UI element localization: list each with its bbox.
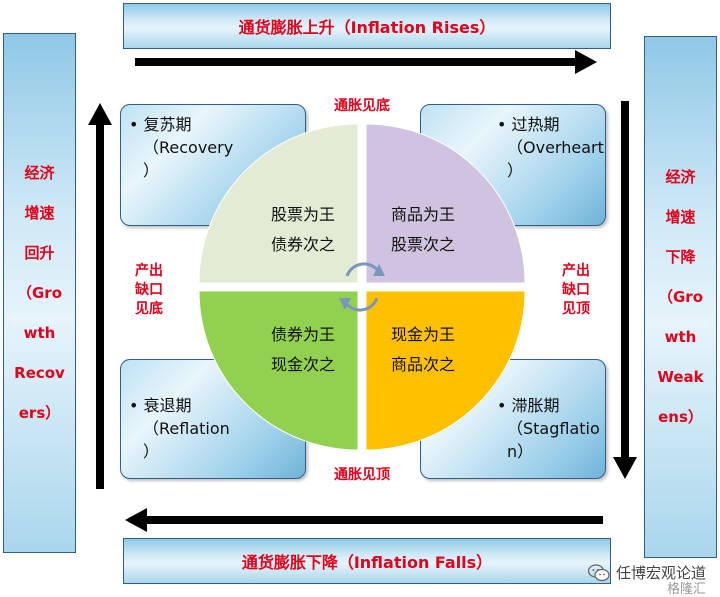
right-banner-line: 经济 xyxy=(665,168,696,186)
annotation-output-gap-trough: 产出 缺口 见底 xyxy=(127,262,171,319)
cycle-circle xyxy=(198,123,526,451)
card-stagflation-title: • 滞胀期 xyxy=(497,396,560,415)
annotation-right-line: 缺口 xyxy=(562,282,590,298)
top-banner: 通货膨胀上升（Inflation Rises） xyxy=(123,3,611,49)
quadrant-bottom-right-line1: 现金为王 xyxy=(390,325,455,344)
quadrant-bottom-left xyxy=(198,290,359,451)
card-recovery-title: • 复苏期 xyxy=(129,115,192,134)
card-overheat-title: • 过热期 xyxy=(497,115,560,134)
quadrant-bottom-right-line2: 商品次之 xyxy=(390,355,455,374)
right-banner-line: Weak xyxy=(657,368,704,386)
card-reflation-title: • 衰退期 xyxy=(129,396,192,415)
card-overheat-en: （Overheart xyxy=(507,138,604,157)
right-banner-line: （Gro xyxy=(657,288,703,306)
quadrant-bottom-left-line1: 债券为王 xyxy=(270,325,335,344)
left-banner-line: 增速 xyxy=(24,204,55,222)
arrow-up-left xyxy=(88,103,112,489)
annotation-right-line: 见顶 xyxy=(562,301,590,317)
quadrant-top-right-text: 商品为王 股票次之 xyxy=(378,200,468,260)
arrow-right-top xyxy=(135,50,597,74)
right-banner-line: ens） xyxy=(658,408,703,426)
card-overheat-en-end: ） xyxy=(507,161,524,180)
left-banner-line: wth xyxy=(23,324,56,342)
annotation-left-line: 见底 xyxy=(135,301,163,317)
annotation-right-line: 产出 xyxy=(562,263,590,279)
quadrant-top-left-line2: 债券次之 xyxy=(270,235,335,254)
quadrant-top-right-line1: 商品为王 xyxy=(390,205,455,224)
watermark: 任博宏观论道 xyxy=(587,562,706,583)
annotation-inflation-bottom: 通胀见底 xyxy=(334,98,390,114)
quadrant-bottom-left-line2: 现金次之 xyxy=(270,355,335,374)
left-banner-line: （Gro xyxy=(16,284,62,302)
card-stagflation-en-end: n） xyxy=(507,442,534,461)
annotation-inflation-peak: 通胀见顶 xyxy=(334,467,390,483)
right-banner: 经济 增速 下降 （Gro wth Weak ens） xyxy=(644,36,717,558)
card-stagflation-en: （Stagflatio xyxy=(507,419,600,438)
quadrant-top-right-line2: 股票次之 xyxy=(390,235,455,254)
quadrant-top-left xyxy=(198,123,359,284)
card-reflation-en-end: ） xyxy=(143,442,160,461)
quadrant-top-right xyxy=(365,123,526,284)
right-banner-line: 增速 xyxy=(665,208,696,226)
arrow-left-bottom xyxy=(125,508,603,532)
annotation-left-line: 产出 xyxy=(135,263,163,279)
quadrant-bottom-right xyxy=(365,290,526,451)
arrow-down-right xyxy=(613,101,637,479)
wechat-icon xyxy=(587,563,610,581)
left-banner-line: 回升 xyxy=(24,244,55,262)
quadrant-top-left-text: 股票为王 债券次之 xyxy=(258,200,348,260)
card-recovery-en: （Recovery xyxy=(143,138,234,157)
annotation-output-gap-peak: 产出 缺口 见顶 xyxy=(554,262,598,319)
annotation-left-line: 缺口 xyxy=(135,282,163,298)
card-reflation-en: （Reflation xyxy=(143,419,230,438)
quadrant-bottom-right-text: 现金为王 商品次之 xyxy=(378,320,468,380)
bottom-banner: 通货膨胀下降（Inflation Falls） xyxy=(123,538,611,584)
left-banner-line: 经济 xyxy=(24,164,55,182)
quadrant-bottom-left-text: 债券为王 现金次之 xyxy=(258,320,348,380)
right-banner-line: 下降 xyxy=(665,248,696,266)
left-banner-line: Recov xyxy=(14,364,65,382)
watermark-logo: 格隆汇 xyxy=(666,582,706,597)
watermark-text: 任博宏观论道 xyxy=(615,564,706,582)
card-recovery-en-end: ） xyxy=(143,161,160,180)
quadrant-top-left-line1: 股票为王 xyxy=(270,205,335,224)
left-banner: 经济 增速 回升 （Gro wth Recov ers） xyxy=(3,33,76,553)
cycle-rotate-icon xyxy=(343,262,381,312)
left-banner-line: ers） xyxy=(18,404,61,422)
right-banner-line: wth xyxy=(664,328,697,346)
